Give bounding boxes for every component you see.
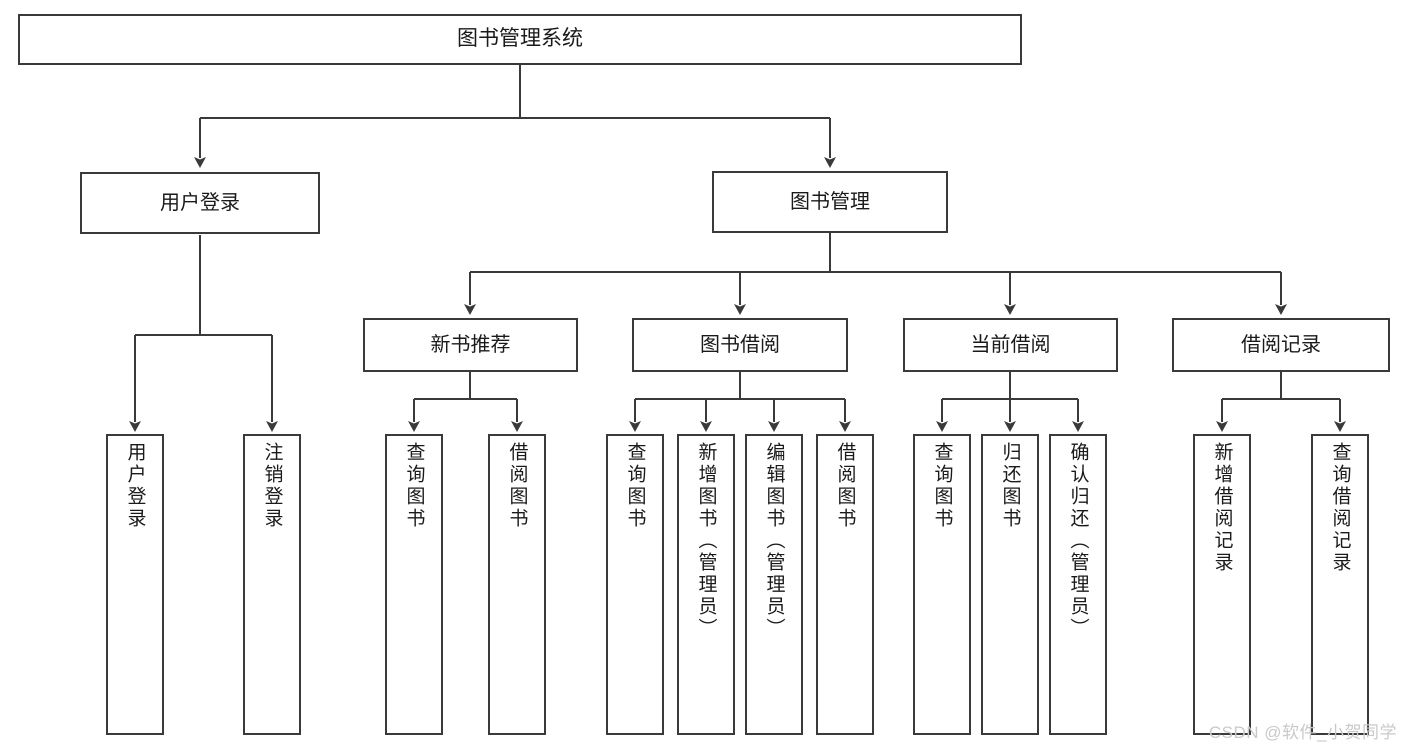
node-label: 查询借阅记录 <box>1329 442 1351 574</box>
node-current-borrow[interactable]: 当前借阅 <box>903 318 1118 372</box>
node-label: 查询图书 <box>624 442 646 530</box>
leaf-current-borrow-query-book[interactable]: 查询图书 <box>913 434 971 735</box>
leaf-book-borrow-edit-book-admin[interactable]: 编辑图书（管理员） <box>745 434 803 735</box>
connector-book-manage-to-level3 <box>464 233 1287 315</box>
connector-new-book-to-leaves <box>408 372 523 432</box>
watermark-text: CSDN @软件_小贺同学 <box>1208 723 1397 742</box>
leaf-user-login-logout[interactable]: 注销登录 <box>243 434 301 735</box>
node-label: 新书推荐 <box>430 333 511 356</box>
node-label: 确认归还（管理员） <box>1067 442 1089 640</box>
node-label: 查询图书 <box>403 442 425 530</box>
leaf-current-borrow-confirm-return-admin[interactable]: 确认归还（管理员） <box>1049 434 1107 735</box>
node-label: 查询图书 <box>931 442 953 530</box>
node-label: 图书管理系统 <box>457 27 583 51</box>
node-new-book-recommend[interactable]: 新书推荐 <box>363 318 578 372</box>
node-label: 新增借阅记录 <box>1211 442 1233 574</box>
connector-book-borrow-to-leaves <box>629 372 851 432</box>
leaf-new-book-query-book[interactable]: 查询图书 <box>385 434 443 735</box>
node-label: 图书借阅 <box>700 333 780 356</box>
node-label: 归还图书 <box>999 442 1021 530</box>
leaf-current-borrow-return-book[interactable]: 归还图书 <box>981 434 1039 735</box>
connector-borrow-record-to-leaves <box>1216 372 1346 432</box>
node-label: 借阅图书 <box>834 442 856 530</box>
node-user-login[interactable]: 用户登录 <box>80 172 320 234</box>
node-label: 新增图书（管理员） <box>695 442 717 640</box>
node-root-book-management-system[interactable]: 图书管理系统 <box>18 14 1022 65</box>
node-label: 借阅记录 <box>1241 333 1321 356</box>
node-label: 注销登录 <box>261 442 283 530</box>
node-label: 图书管理 <box>790 190 870 213</box>
connector-root-to-level2 <box>194 65 836 168</box>
leaf-book-borrow-add-book-admin[interactable]: 新增图书（管理员） <box>677 434 735 735</box>
node-book-management[interactable]: 图书管理 <box>712 171 948 233</box>
node-label: 用户登录 <box>124 442 146 530</box>
node-book-borrow[interactable]: 图书借阅 <box>632 318 848 372</box>
node-borrow-record[interactable]: 借阅记录 <box>1172 318 1390 372</box>
leaf-borrow-record-add-record[interactable]: 新增借阅记录 <box>1193 434 1251 735</box>
leaf-user-login-login[interactable]: 用户登录 <box>106 434 164 735</box>
connector-current-borrow-to-leaves <box>936 372 1084 432</box>
leaf-book-borrow-borrow-book[interactable]: 借阅图书 <box>816 434 874 735</box>
leaf-new-book-borrow-book[interactable]: 借阅图书 <box>488 434 546 735</box>
node-label: 借阅图书 <box>506 442 528 530</box>
node-label: 编辑图书（管理员） <box>763 442 785 640</box>
node-label: 用户登录 <box>160 191 240 214</box>
leaf-borrow-record-query-record[interactable]: 查询借阅记录 <box>1311 434 1369 735</box>
connector-user-login-to-leaves <box>129 235 278 432</box>
leaf-book-borrow-query-book[interactable]: 查询图书 <box>606 434 664 735</box>
node-label: 当前借阅 <box>970 333 1051 356</box>
